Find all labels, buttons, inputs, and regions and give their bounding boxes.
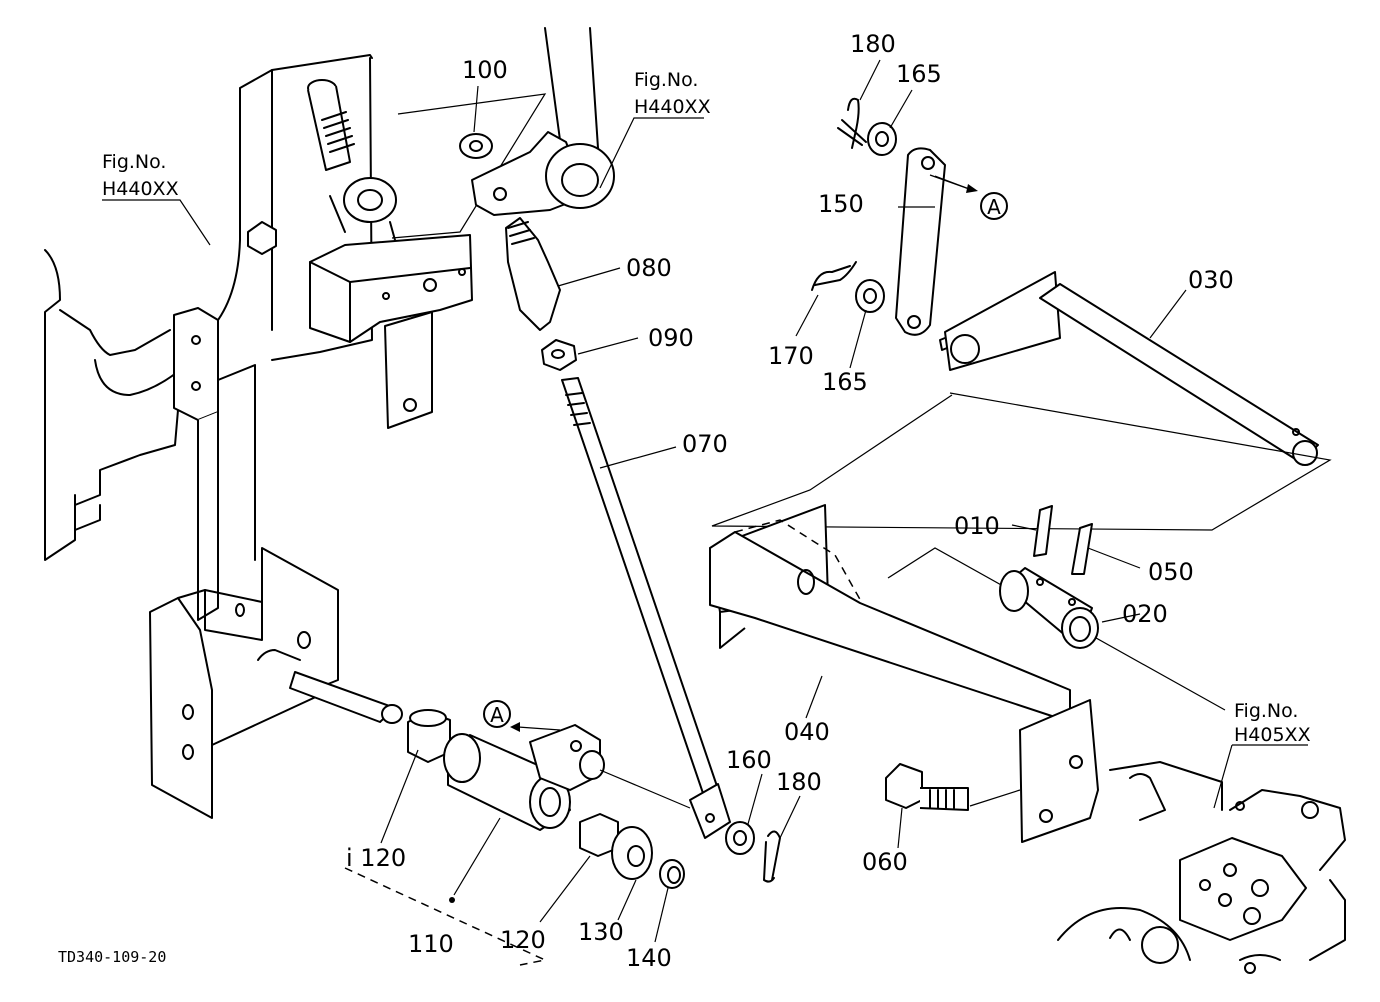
part-label-080: 080 <box>626 254 672 282</box>
part-number-labels: 100 080 090 070 180 165 150 030 170 165 … <box>346 30 1234 972</box>
part-label-160: 160 <box>726 746 772 774</box>
part-label-130: 130 <box>578 918 624 946</box>
part-label-020: 020 <box>1122 600 1168 628</box>
callout-marker-a-bottom: A <box>483 700 511 728</box>
callout-marker-a-top-label: A <box>987 195 1001 219</box>
fig-ref-left-code: H440XX <box>102 178 179 200</box>
part-label-070: 070 <box>682 430 728 458</box>
link-and-shaft <box>711 97 1332 531</box>
part-label-150: 150 <box>818 190 864 218</box>
callout-marker-a-top: A <box>980 192 1008 220</box>
fig-ref-top-label: Fig.No. <box>634 69 698 91</box>
sleeve-assembly <box>344 709 691 966</box>
fig-ref-right: Fig.No. H405XX <box>1234 700 1311 746</box>
part-label-180-bottom: 180 <box>776 768 822 796</box>
part-label-050: 050 <box>1148 558 1194 586</box>
valve-body <box>1057 761 1346 974</box>
part-label-120-right: 120 <box>500 926 546 954</box>
part-label-110: 110 <box>408 930 454 958</box>
part-label-060: 060 <box>862 848 908 876</box>
main-frame <box>709 504 1226 843</box>
fig-ref-top-code: H440XX <box>634 96 711 118</box>
part-label-180-top: 180 <box>850 30 896 58</box>
fig-ref-right-code: H405XX <box>1234 724 1311 746</box>
frame-bracket-assembly <box>44 54 473 819</box>
leader-lines <box>102 59 1308 943</box>
fig-ref-right-label: Fig.No. <box>1234 700 1298 722</box>
callout-marker-a-bottom-label: A <box>490 703 504 727</box>
part-label-030: 030 <box>1188 266 1234 294</box>
linkage-upper <box>391 27 781 883</box>
part-label-165-top: 165 <box>896 60 942 88</box>
part-label-170: 170 <box>768 342 814 370</box>
fig-ref-left: Fig.No. H440XX <box>102 151 179 200</box>
part-label-165-bottom: 165 <box>822 368 868 396</box>
part-label-100: 100 <box>462 56 508 84</box>
part-label-120-left: i 120 <box>346 844 406 872</box>
fig-ref-top: Fig.No. H440XX <box>634 69 711 118</box>
fig-ref-left-label: Fig.No. <box>102 151 166 173</box>
part-label-090: 090 <box>648 324 694 352</box>
drawing-code: TD340-109-20 <box>58 948 166 966</box>
part-label-010: 010 <box>954 512 1000 540</box>
part-label-040: 040 <box>784 718 830 746</box>
part-label-140: 140 <box>626 944 672 972</box>
